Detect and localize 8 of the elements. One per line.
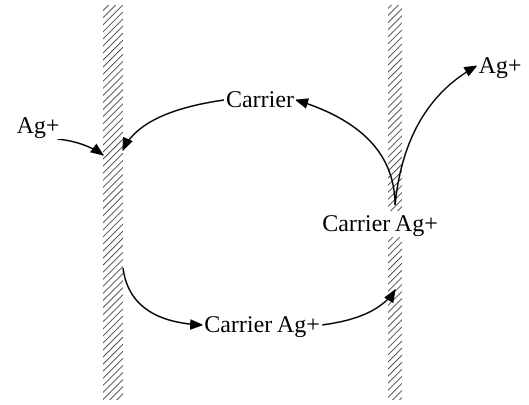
complex-label: Carrier Ag+ xyxy=(320,211,440,237)
arrow xyxy=(322,288,396,326)
arrow xyxy=(394,65,478,206)
arrow xyxy=(57,138,104,156)
membrane-bar xyxy=(103,5,123,400)
arrow xyxy=(122,99,224,152)
arrow xyxy=(294,98,396,206)
arrow xyxy=(122,268,204,330)
